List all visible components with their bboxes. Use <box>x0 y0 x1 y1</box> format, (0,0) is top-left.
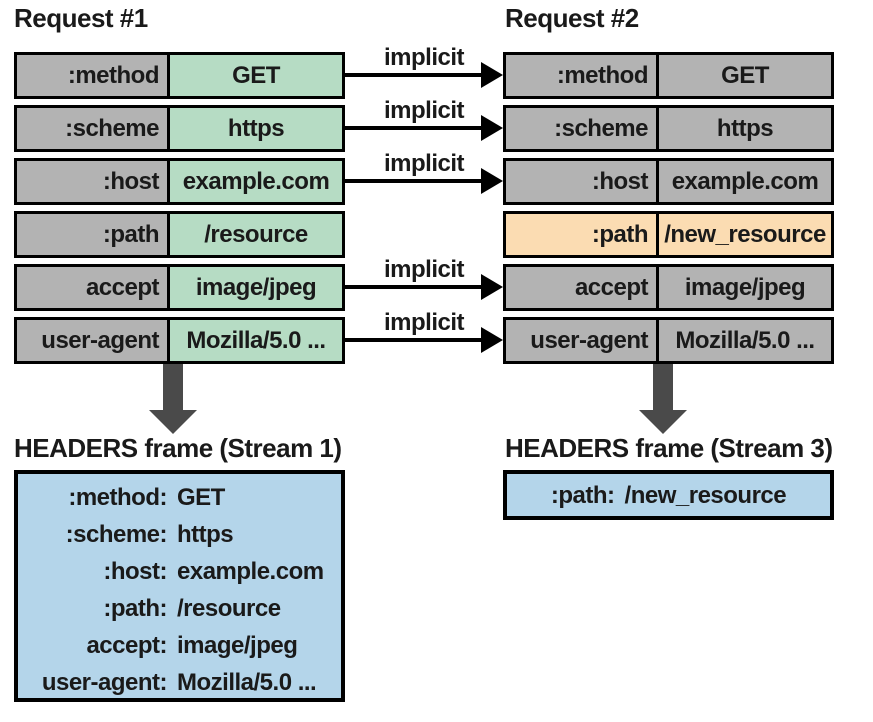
frame-key: :scheme: <box>65 521 168 548</box>
arrow-line <box>345 338 485 342</box>
arrow-head-icon <box>639 410 687 434</box>
frame-value: Mozilla/5.0 ... <box>177 669 317 696</box>
table-row: user-agent Mozilla/5.0 ... <box>14 317 345 364</box>
frame1-box: :method: GET :scheme: https :host: examp… <box>14 470 345 702</box>
down-arrow-icon <box>149 364 197 434</box>
frame-key: :method: <box>68 484 167 511</box>
frame-line: :path: /new_resource <box>550 477 787 514</box>
header-value: /new_resource <box>659 214 831 255</box>
request2-title: Request #2 <box>505 3 639 33</box>
header-value: Mozilla/5.0 ... <box>170 320 342 361</box>
header-value: https <box>170 108 342 149</box>
implicit-arrow-icon <box>345 274 503 300</box>
header-value: example.com <box>659 161 831 202</box>
request1-table: :method GET :scheme https :host example.… <box>14 52 345 364</box>
arrow-line <box>345 73 485 77</box>
header-name: :host <box>17 161 170 202</box>
table-row: :host example.com <box>503 158 834 205</box>
frame-line: :host: example.com <box>18 553 341 590</box>
arrow-head-icon <box>481 274 503 300</box>
table-row: :scheme https <box>503 105 834 152</box>
header-name: accept <box>506 267 659 308</box>
implicit-arrow-icon <box>345 62 503 88</box>
arrow-head-icon <box>481 62 503 88</box>
frame-line: user-agent: Mozilla/5.0 ... <box>18 664 341 701</box>
table-row: :scheme https <box>14 105 345 152</box>
arrow-line <box>345 179 485 183</box>
header-name: :scheme <box>506 108 659 149</box>
frame-key: user-agent: <box>41 669 168 696</box>
frame-value: example.com <box>177 558 324 585</box>
frame1-title: HEADERS frame (Stream 1) <box>14 433 342 463</box>
header-name: :host <box>506 161 659 202</box>
header-name: :path <box>506 214 659 255</box>
frame-value: image/jpeg <box>177 632 298 659</box>
header-value: GET <box>659 55 831 96</box>
frame-key: accept: <box>86 632 167 659</box>
arrow-head-icon <box>149 410 197 434</box>
implicit-label: implicit <box>383 150 465 177</box>
implicit-label: implicit <box>383 97 465 124</box>
header-value: example.com <box>170 161 342 202</box>
frame-line: accept: image/jpeg <box>18 627 341 664</box>
table-row: :host example.com <box>14 158 345 205</box>
table-row: accept image/jpeg <box>503 264 834 311</box>
arrow-shaft <box>653 364 673 410</box>
implicit-arrow-icon <box>345 115 503 141</box>
header-name: :path <box>17 214 170 255</box>
table-row: :method GET <box>503 52 834 99</box>
implicit-arrow-icon <box>345 327 503 353</box>
frame-value: https <box>177 521 234 548</box>
arrow-line <box>345 126 485 130</box>
header-value: GET <box>170 55 342 96</box>
header-value: image/jpeg <box>170 267 342 308</box>
table-row-highlighted-path: :path /new_resource <box>503 211 834 258</box>
header-value: /resource <box>170 214 342 255</box>
implicit-label: implicit <box>383 256 465 283</box>
implicit-label: implicit <box>383 44 465 71</box>
implicit-label: implicit <box>383 309 465 336</box>
table-row: accept image/jpeg <box>14 264 345 311</box>
table-row: user-agent Mozilla/5.0 ... <box>503 317 834 364</box>
arrow-head-icon <box>481 168 503 194</box>
frame3-box: :path: /new_resource <box>503 470 834 520</box>
frame-value: GET <box>177 484 225 511</box>
frame-key: :host: <box>103 558 167 585</box>
table-row: :method GET <box>14 52 345 99</box>
frame-line: :path: /resource <box>18 590 341 627</box>
down-arrow-icon <box>639 364 687 434</box>
header-name: :method <box>17 55 170 96</box>
frame-value: /new_resource <box>624 481 787 509</box>
header-value: https <box>659 108 831 149</box>
header-name: user-agent <box>17 320 170 361</box>
frame-key: :path: <box>550 481 615 509</box>
arrow-head-icon <box>481 327 503 353</box>
arrow-head-icon <box>481 115 503 141</box>
frame3-title: HEADERS frame (Stream 3) <box>505 433 833 463</box>
header-name: user-agent <box>506 320 659 361</box>
frame-line: :method: GET <box>18 479 341 516</box>
header-value: image/jpeg <box>659 267 831 308</box>
implicit-arrow-icon <box>345 168 503 194</box>
header-name: :method <box>506 55 659 96</box>
header-name: accept <box>17 267 170 308</box>
header-name: :scheme <box>17 108 170 149</box>
header-value: Mozilla/5.0 ... <box>659 320 831 361</box>
arrow-line <box>345 285 485 289</box>
request1-title: Request #1 <box>14 3 148 33</box>
arrow-shaft <box>163 364 183 410</box>
table-row: :path /resource <box>14 211 345 258</box>
frame-value: /resource <box>177 595 281 622</box>
request2-table: :method GET :scheme https :host example.… <box>503 52 834 364</box>
frame-key: :path: <box>103 595 167 622</box>
frame-line: :scheme: https <box>18 516 341 553</box>
